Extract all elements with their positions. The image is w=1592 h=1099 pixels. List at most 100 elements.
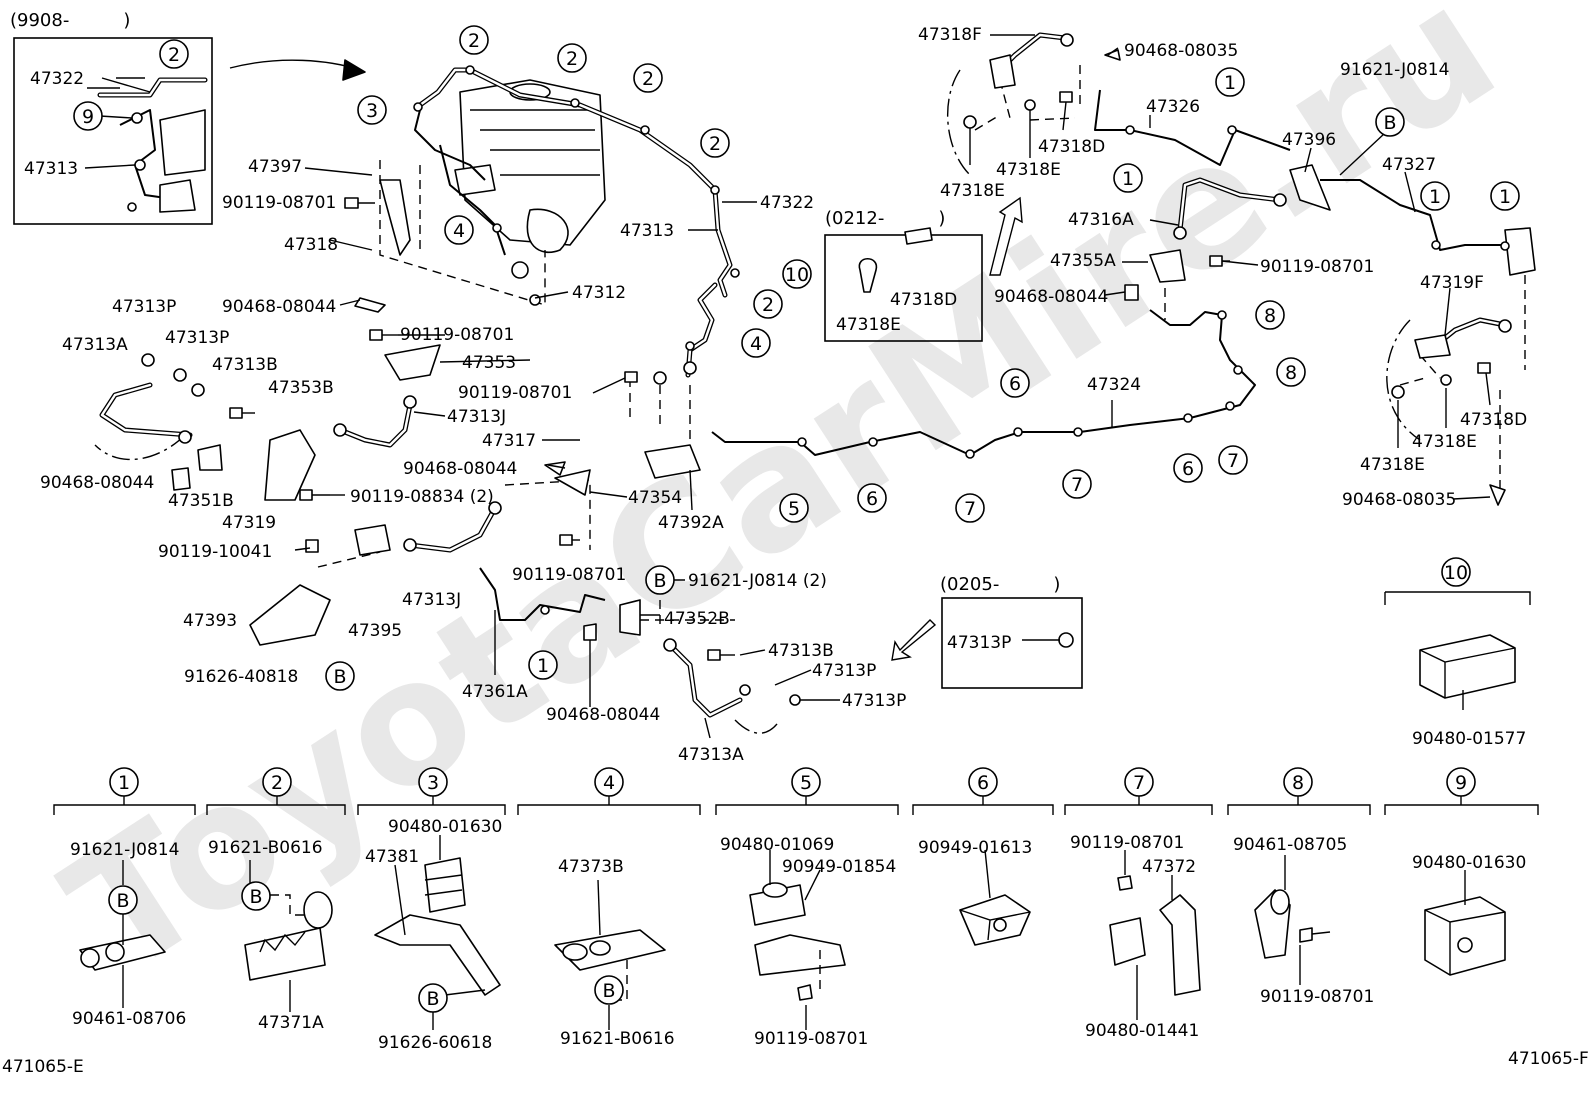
svg-text:3: 3 (366, 100, 378, 122)
svg-text:2: 2 (168, 44, 180, 66)
part-label-l-47396: 47396 (1282, 130, 1336, 150)
part-label-l-90119-08834: 90119-08834 (2) (350, 487, 494, 507)
part-label-l-47319: 47319 (222, 513, 276, 533)
part-label-l-47318E-c: 47318E (940, 181, 1005, 201)
callout-c6-b: 6 (1000, 368, 1030, 398)
section-number-2: 2 (262, 767, 292, 797)
callout-c2-e: 2 (753, 289, 783, 319)
callout-c8-a: 8 (1255, 300, 1285, 330)
svg-text:9: 9 (82, 106, 94, 128)
svg-text:B: B (249, 886, 262, 908)
part-label-l-s1-90461-08706: 90461-08706 (72, 1009, 186, 1029)
part-label-l-90468-08035-a: 90468-08035 (1124, 41, 1238, 61)
section-number-4: 4 (594, 767, 624, 797)
part-label-l-s5-90949-01854: 90949-01854 (782, 857, 896, 877)
callout-cB-s1: B (108, 885, 138, 915)
part-label-l-47313B-a: 47313B (212, 355, 278, 375)
part-label-l-47353B: 47353B (268, 378, 334, 398)
part-10-clamp (1384, 591, 1531, 699)
svg-text:B: B (333, 666, 346, 688)
part-label-l-s3-90480-01630: 90480-01630 (388, 817, 502, 837)
part-label-l-90468-08044-a: 90468-08044 (222, 297, 336, 317)
part-label-l-90480-01577: 90480-01577 (1412, 729, 1526, 749)
svg-text:9: 9 (1455, 772, 1467, 794)
svg-text:7: 7 (1133, 772, 1145, 794)
svg-text:2: 2 (566, 48, 578, 70)
part-label-l-47318: 47318 (284, 235, 338, 255)
assembly-lines (94, 65, 1526, 734)
part-label-l-47313P-e: 47313P (947, 633, 1011, 653)
svg-text:5: 5 (800, 772, 812, 794)
part-label-l-47318F-a: 47318F (918, 25, 982, 45)
section-number-3: 3 (418, 767, 448, 797)
part-label-l-90468-08044-e: 90468-08044 (994, 287, 1108, 307)
section-number-9: 9 (1446, 767, 1476, 797)
part-label-l-s6-90949-01613: 90949-01613 (918, 838, 1032, 858)
part-label-l-47392A: 47392A (658, 513, 724, 533)
svg-text:4: 4 (750, 333, 762, 355)
callout-c10: 10 (782, 259, 812, 289)
part-label-l-47393: 47393 (183, 611, 237, 631)
section-number-1: 1 (109, 767, 139, 797)
part-label-l-47318D-c: 47318D (1460, 410, 1527, 430)
callout-cB-a: B (645, 565, 675, 595)
part-label-l-s4-91621-B0616: 91621-B0616 (560, 1029, 675, 1049)
callout-c8-b: 8 (1276, 357, 1306, 387)
callout-c1-a: 1 (528, 650, 558, 680)
part-label-l-47313P-d: 47313P (842, 691, 906, 711)
part-label-l-s5-90480-01069: 90480-01069 (720, 835, 834, 855)
svg-text:8: 8 (1264, 305, 1276, 327)
part-label-l-s7-90119-08701: 90119-08701 (1070, 833, 1184, 853)
part-label-l-47313P-c: 47313P (812, 661, 876, 681)
part-label-l-90119-08701-a: 90119-08701 (222, 193, 336, 213)
part-label-l-s8-90119-08701: 90119-08701 (1260, 987, 1374, 1007)
callout-c7-c: 7 (1218, 445, 1248, 475)
part-label-l-s5-90119-08701: 90119-08701 (754, 1029, 868, 1049)
part-label-l-47351B: 47351B (168, 491, 234, 511)
part-label-l-47317: 47317 (482, 431, 536, 451)
svg-text:B: B (1383, 112, 1396, 134)
section-number-7: 7 (1124, 767, 1154, 797)
part-label-l-s3-91626-60618: 91626-60618 (378, 1033, 492, 1053)
svg-text:2: 2 (271, 772, 283, 794)
callout-c7-b: 7 (1062, 469, 1092, 499)
callout-c7-a: 7 (955, 493, 985, 523)
svg-text:6: 6 (1009, 373, 1021, 395)
part-label-l-47324: 47324 (1087, 375, 1141, 395)
svg-text:1: 1 (1224, 72, 1236, 94)
callout-c3: 3 (357, 95, 387, 125)
part-label-l-47355A: 47355A (1050, 251, 1116, 271)
part-label-l-47397: 47397 (248, 157, 302, 177)
callout-c2-b: 2 (557, 43, 587, 73)
part-label-l-47313-ins: 47313 (24, 159, 78, 179)
svg-text:1: 1 (1499, 186, 1511, 208)
callout-c1-b: 1 (1215, 67, 1245, 97)
section-number-6: 6 (968, 767, 998, 797)
part-label-l-47312: 47312 (572, 283, 626, 303)
part-label-l-47313A-b: 47313A (678, 745, 744, 765)
part-label-l-s4-47373B: 47373B (558, 857, 624, 877)
part-label-l-s1-91621-J0814: 91621-J0814 (70, 840, 179, 860)
part-label-l-91621-J0814-a: 91621-J0814 (1340, 60, 1449, 80)
part-label-l-90119-08701-c: 90119-08701 (458, 383, 572, 403)
part-label-l-47313P-b: 47313P (165, 328, 229, 348)
part-label-l-s7-90480-01441: 90480-01441 (1085, 1021, 1199, 1041)
callout-c9-ins: 9 (73, 101, 103, 131)
svg-text:5: 5 (788, 498, 800, 520)
svg-text:2: 2 (642, 68, 654, 90)
svg-text:6: 6 (866, 488, 878, 510)
part-label-l-90119-08701-d: 90119-08701 (512, 565, 626, 585)
part-label-l-47318D-a: 47318D (890, 290, 957, 310)
callout-c2-d: 2 (700, 128, 730, 158)
part-label-l-47313J-a: 47313J (447, 407, 506, 427)
callout-c4-b: 4 (741, 328, 771, 358)
callout-c6-a: 6 (857, 483, 887, 513)
part-label-l-47313P-a: 47313P (112, 297, 176, 317)
svg-text:6: 6 (1182, 458, 1194, 480)
part-label-l-s3-47381: 47381 (365, 847, 419, 867)
part-label-l-91621-J0814-2: 91621-J0814 (2) (688, 571, 827, 591)
svg-text:7: 7 (964, 498, 976, 520)
part-label-l-s7-47372: 47372 (1142, 857, 1196, 877)
svg-text:8: 8 (1285, 362, 1297, 384)
